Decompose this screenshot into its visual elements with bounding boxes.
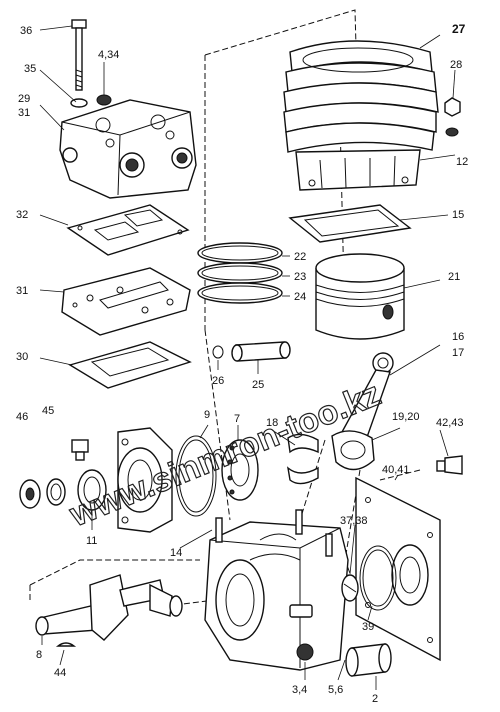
barrel-nut-and-washer bbox=[444, 97, 461, 137]
callout-26: 26 bbox=[212, 375, 224, 387]
callout-36: 36 bbox=[20, 25, 32, 37]
bearing-shells bbox=[286, 433, 319, 485]
callout-15: 15 bbox=[452, 209, 464, 221]
barrel-gasket bbox=[288, 204, 412, 243]
callout-31-head: 31 bbox=[18, 107, 30, 119]
callout-2: 2 bbox=[372, 693, 378, 705]
callout-3-4: 3,4 bbox=[292, 684, 307, 696]
bushing bbox=[345, 643, 392, 677]
shaft-seals bbox=[19, 478, 66, 509]
cylinder-barrel bbox=[283, 40, 439, 191]
callout-11: 11 bbox=[86, 535, 97, 547]
cover-o-ring bbox=[359, 545, 397, 611]
callout-7: 7 bbox=[234, 413, 240, 425]
callout-30: 30 bbox=[16, 351, 28, 363]
wrist-pin-and-circlip bbox=[212, 341, 291, 362]
o-ring bbox=[175, 435, 217, 517]
cylinder-head bbox=[59, 99, 197, 199]
piston bbox=[315, 253, 405, 340]
bearing-cover bbox=[117, 427, 173, 533]
callout-16: 16 bbox=[452, 331, 464, 343]
callout-39: 39 bbox=[362, 621, 374, 633]
valve-plate bbox=[61, 267, 191, 336]
callout-24: 24 bbox=[294, 291, 306, 303]
callout-17: 17 bbox=[452, 347, 464, 359]
callout-5-6: 5,6 bbox=[328, 684, 343, 696]
end-cover-plate bbox=[355, 476, 441, 662]
callout-labels: 36 4,34 27 35 29 31 28 12 32 15 22 23 24… bbox=[16, 22, 468, 705]
callout-31-plate: 31 bbox=[16, 285, 28, 297]
callout-40-41: 40,41 bbox=[382, 464, 410, 476]
callout-9: 9 bbox=[204, 409, 210, 421]
ball-bearing bbox=[221, 439, 259, 501]
crankcase bbox=[204, 509, 349, 671]
connecting-rod bbox=[331, 352, 394, 471]
callout-46: 46 bbox=[16, 411, 28, 423]
callout-21: 21 bbox=[448, 271, 460, 283]
piston-rings bbox=[197, 242, 283, 304]
callout-44: 44 bbox=[54, 667, 66, 679]
valve-plate-gasket bbox=[68, 341, 192, 389]
head-washers bbox=[70, 94, 112, 108]
callout-12: 12 bbox=[456, 156, 468, 168]
thrust-washer bbox=[341, 574, 359, 602]
callout-45: 45 bbox=[42, 405, 54, 417]
callout-18: 18 bbox=[266, 417, 278, 429]
callout-29: 29 bbox=[18, 93, 30, 105]
callout-37-38: 37,38 bbox=[340, 515, 368, 527]
callout-22: 22 bbox=[294, 251, 306, 263]
callout-25: 25 bbox=[252, 379, 264, 391]
callout-27: 27 bbox=[452, 22, 466, 36]
leader-lines bbox=[39, 25, 456, 690]
cylinder-head-bolt bbox=[71, 19, 87, 91]
callout-14: 14 bbox=[170, 547, 182, 559]
callout-35: 35 bbox=[24, 63, 36, 75]
callout-4-34: 4,34 bbox=[98, 49, 119, 61]
callout-23: 23 bbox=[294, 271, 306, 283]
crankshaft bbox=[35, 574, 183, 641]
callout-19-20: 19,20 bbox=[392, 411, 420, 423]
callout-32: 32 bbox=[16, 209, 28, 221]
callout-8: 8 bbox=[36, 649, 42, 661]
shaft-key bbox=[55, 642, 77, 647]
head-gasket bbox=[66, 204, 190, 256]
callout-28: 28 bbox=[450, 59, 462, 71]
plug-screw bbox=[71, 439, 89, 461]
cover-bolt bbox=[436, 455, 463, 475]
callout-42-43: 42,43 bbox=[436, 417, 464, 429]
